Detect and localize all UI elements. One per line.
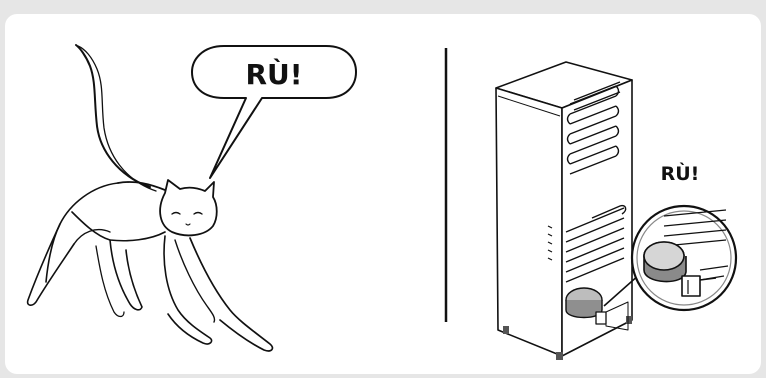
speech-bubble-text: RÙ! bbox=[245, 57, 302, 91]
sound-label: RÙ! bbox=[661, 161, 700, 185]
refrigerator-back-icon bbox=[496, 62, 632, 360]
